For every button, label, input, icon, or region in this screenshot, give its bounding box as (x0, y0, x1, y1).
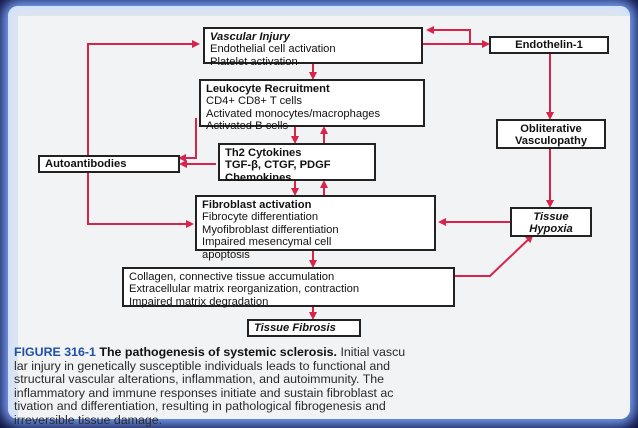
arrow-autoantibodies-to-vascular (87, 40, 200, 158)
collagen-line: Collagen, connective tissue accumulation (129, 271, 335, 283)
collagen-line: Impaired matrix degradation (129, 295, 269, 308)
figure-caption: FIGURE 316-1 The pathogenesis of systemi… (14, 345, 624, 428)
obliterative-line: Vasculopathy (514, 135, 588, 148)
arrow-leukocyte-to-autoantibodies (178, 118, 197, 162)
collagen-box: Collagen, connective tissue accumulation… (122, 267, 455, 308)
fibroblast-line: Fibrocyte differentiation (202, 211, 319, 224)
caption-line: irreversible tissue damage. (14, 412, 163, 427)
obliterative-line: Obliterative (520, 123, 582, 135)
endothelin-box: Endothelin-1 (489, 36, 609, 54)
leukocyte-recruitment-box: Leukocyte Recruitment CD4+ CD8+ T cells … (199, 79, 425, 132)
caption-line: lar injury in genetically susceptible in… (14, 358, 391, 373)
vascular-injury-line: Platelet activation (210, 55, 298, 68)
endothelin-label: Endothelin-1 (515, 39, 583, 51)
fibroblast-line: apoptosis (202, 248, 250, 261)
th2-line: Chemokines (225, 171, 292, 184)
autoantibodies-label: Autoantibodies (45, 158, 127, 170)
caption-line: structural vascular alterations, inflamm… (14, 372, 385, 387)
th2-cytokines-box: Th2 Cytokines TGF-β, CTGF, PDGF Chemokin… (218, 143, 376, 184)
leukocyte-title: Leukocyte Recruitment (206, 83, 330, 95)
vascular-injury-title: Vascular Injury (210, 31, 290, 43)
tissue-fibrosis-box: Tissue Fibrosis (247, 319, 361, 337)
vascular-injury-line: Endothelial cell activation (210, 43, 336, 56)
fibroblast-line: Myofibroblast differentiation (202, 223, 339, 236)
tissue-fibrosis-label: Tissue Fibrosis (254, 322, 336, 334)
caption-line: tivation and differentiation, resulting … (14, 399, 386, 414)
th2-title: Th2 Cytokines (225, 147, 302, 159)
autoantibodies-box: Autoantibodies (38, 155, 180, 173)
fibroblast-activation-box: Fibroblast activation Fibrocyte differen… (195, 195, 436, 261)
fibroblast-line: Impaired mesencymal cell (202, 236, 332, 249)
caption-first-line: FIGURE 316-1 The pathogenesis of systemi… (14, 345, 624, 360)
arrow-collagen-to-hypoxia (455, 234, 534, 277)
collagen-line: Extracellular matrix reorganization, con… (129, 283, 360, 296)
arrow-endothelin-to-vascular (426, 26, 471, 44)
leukocyte-line: Activated B cells (206, 120, 289, 133)
obliterative-vasculopathy-box: Obliterative Vasculopathy (496, 119, 606, 149)
figure-number: FIGURE 316-1 (14, 345, 96, 359)
hypoxia-line: Hypoxia (529, 223, 573, 236)
tissue-hypoxia-box: Tissue Hypoxia (510, 207, 592, 237)
caption-text: Initial vascu (340, 345, 406, 359)
caption-line: inflammatory and immune responses initia… (14, 385, 394, 400)
figure-title: The pathogenesis of systemic sclerosis. (99, 345, 337, 359)
th2-line: TGF-β, CTGF, PDGF (225, 159, 331, 172)
vascular-injury-box: Vascular Injury Endothelial cell activat… (203, 27, 423, 68)
leukocyte-line: CD4+ CD8+ T cells (206, 95, 302, 108)
fibroblast-title: Fibroblast activation (202, 199, 312, 211)
hypoxia-line: Tissue (533, 211, 569, 223)
arrow-autoantibodies-to-fibroblast (87, 170, 194, 228)
leukocyte-line: Activated monocytes/macrophages (206, 107, 381, 120)
